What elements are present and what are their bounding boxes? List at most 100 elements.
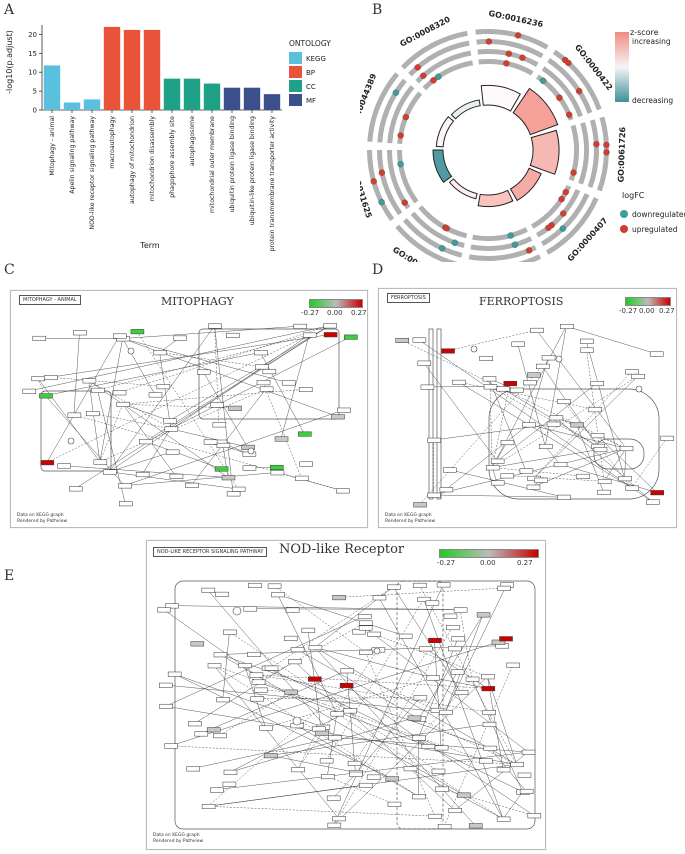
compartment — [174, 580, 536, 830]
edge — [333, 584, 444, 826]
panel-label-a: A — [4, 2, 15, 18]
edge — [122, 389, 306, 405]
pathway-graph — [22, 323, 358, 507]
gene-box — [437, 824, 452, 830]
gene-box — [538, 443, 553, 449]
bar — [103, 26, 121, 111]
edge — [159, 352, 262, 367]
gene-dot — [603, 141, 610, 149]
edge — [492, 376, 638, 468]
footer-line: Data on KEGG graph — [385, 513, 432, 518]
gene-box — [331, 414, 345, 420]
gene-ring-band — [475, 29, 549, 50]
gene-box — [243, 606, 258, 612]
x-tick-label: Mitophagy - animal — [49, 116, 56, 176]
zscore-bar — [509, 167, 542, 202]
gene-box — [157, 607, 171, 613]
zscore-high-label: increasing — [632, 37, 671, 46]
gene-ring-band — [541, 66, 583, 118]
gene-box — [112, 390, 127, 396]
edge — [37, 378, 46, 396]
gene-box — [31, 376, 46, 382]
gene-box — [534, 477, 548, 483]
gene-dot — [525, 247, 533, 254]
colorbar — [439, 549, 539, 558]
gene-box — [343, 708, 358, 714]
gene-box — [557, 494, 571, 500]
gene-box — [367, 631, 381, 637]
gene-box — [482, 710, 496, 716]
edge — [409, 768, 504, 820]
gene-box — [509, 387, 524, 393]
gene-ring-band — [541, 193, 590, 247]
panel-label-b: B — [372, 2, 383, 18]
gene-dot — [397, 160, 404, 168]
nod-network — [157, 580, 542, 830]
edge — [491, 383, 510, 468]
edge — [418, 339, 653, 502]
gene-dot — [562, 188, 570, 196]
gene-dot — [397, 132, 404, 139]
gene-box — [496, 386, 510, 392]
gene-box — [332, 595, 346, 601]
edge — [418, 678, 473, 738]
gene-box — [483, 384, 498, 390]
x-tick-label: ubiquitin-like protein ligase binding — [249, 116, 256, 225]
gene-box — [506, 662, 520, 668]
edge — [194, 661, 295, 724]
bar — [183, 78, 201, 110]
gene-dot — [575, 87, 583, 95]
gene-box — [231, 486, 246, 492]
gene-box — [522, 422, 536, 428]
legend-label: CC — [306, 83, 316, 91]
edge — [449, 469, 564, 498]
edge — [171, 605, 461, 610]
gene-box — [116, 401, 130, 407]
edge — [566, 326, 657, 354]
y-tick-label: 0 — [33, 107, 37, 115]
gene-box — [490, 480, 505, 486]
edge — [447, 329, 537, 351]
gene-box — [214, 466, 229, 472]
gene-box — [164, 743, 178, 749]
sector-label: GO:0000422 — [573, 43, 614, 92]
gene-box — [164, 426, 179, 432]
compound-node — [67, 437, 75, 445]
bar — [243, 87, 261, 110]
gene-box — [395, 337, 409, 343]
compound-node — [292, 716, 302, 726]
gene-ring-band — [377, 150, 403, 216]
gene-box — [541, 355, 556, 361]
gene-box — [417, 596, 431, 602]
gene-box — [194, 731, 209, 737]
edge — [314, 647, 517, 765]
edge — [249, 608, 461, 610]
edge — [222, 631, 230, 700]
gene-dot — [519, 54, 526, 61]
edge — [200, 670, 347, 734]
gene-box — [165, 603, 179, 609]
edge — [314, 647, 476, 826]
gene-box — [327, 822, 342, 828]
edge — [88, 380, 229, 478]
go-circle-plot: GO:0016236GO:0000422GO:0061726GO:0000407… — [360, 9, 685, 262]
gene-ring-band — [418, 205, 468, 239]
edge — [276, 472, 343, 491]
y-axis-label: -log10(p.adjust) — [5, 30, 14, 94]
gene-box — [188, 721, 202, 727]
legend-swatch — [289, 66, 302, 78]
gene-box — [186, 766, 200, 772]
edge — [532, 448, 627, 488]
gene-box — [228, 405, 242, 411]
gene-box — [254, 687, 268, 693]
gene-box — [293, 323, 307, 329]
edge — [262, 382, 302, 479]
colorbar — [309, 299, 363, 308]
edge — [208, 806, 435, 817]
gene-box — [285, 607, 300, 613]
colorbar-max: 0.27 — [351, 309, 367, 317]
gene-box — [454, 690, 469, 696]
gene-box — [597, 479, 612, 485]
edge — [141, 428, 172, 475]
